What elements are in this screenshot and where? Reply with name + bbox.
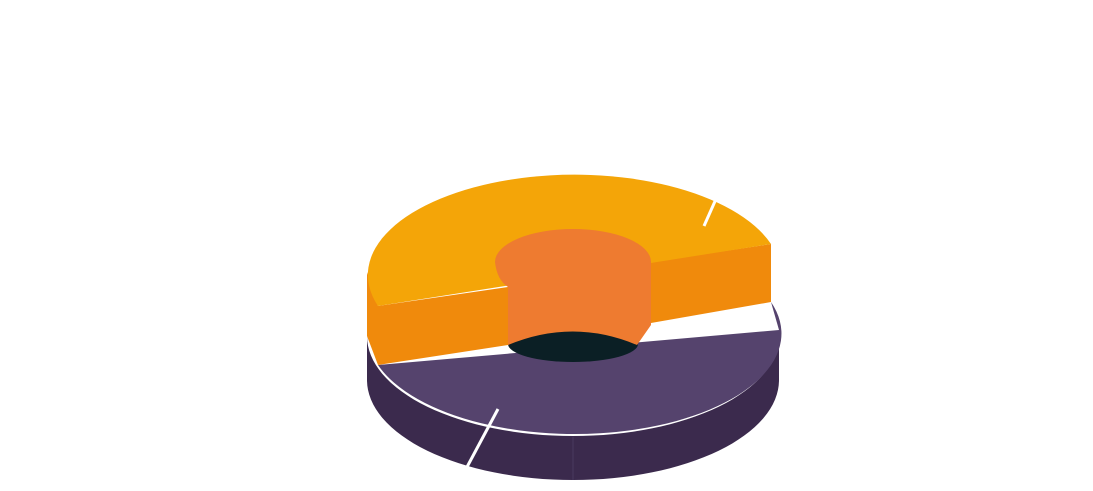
segment-2-top [378,302,782,435]
segment-2-side [367,336,779,480]
segment-1-side-left [367,272,508,365]
segment-1-side-right [651,244,771,323]
segment-1-inner-wall [495,229,651,345]
leader-line-segment-2 [465,408,500,468]
leader-line-segment-1 [702,198,718,227]
donut-hole [508,326,638,362]
